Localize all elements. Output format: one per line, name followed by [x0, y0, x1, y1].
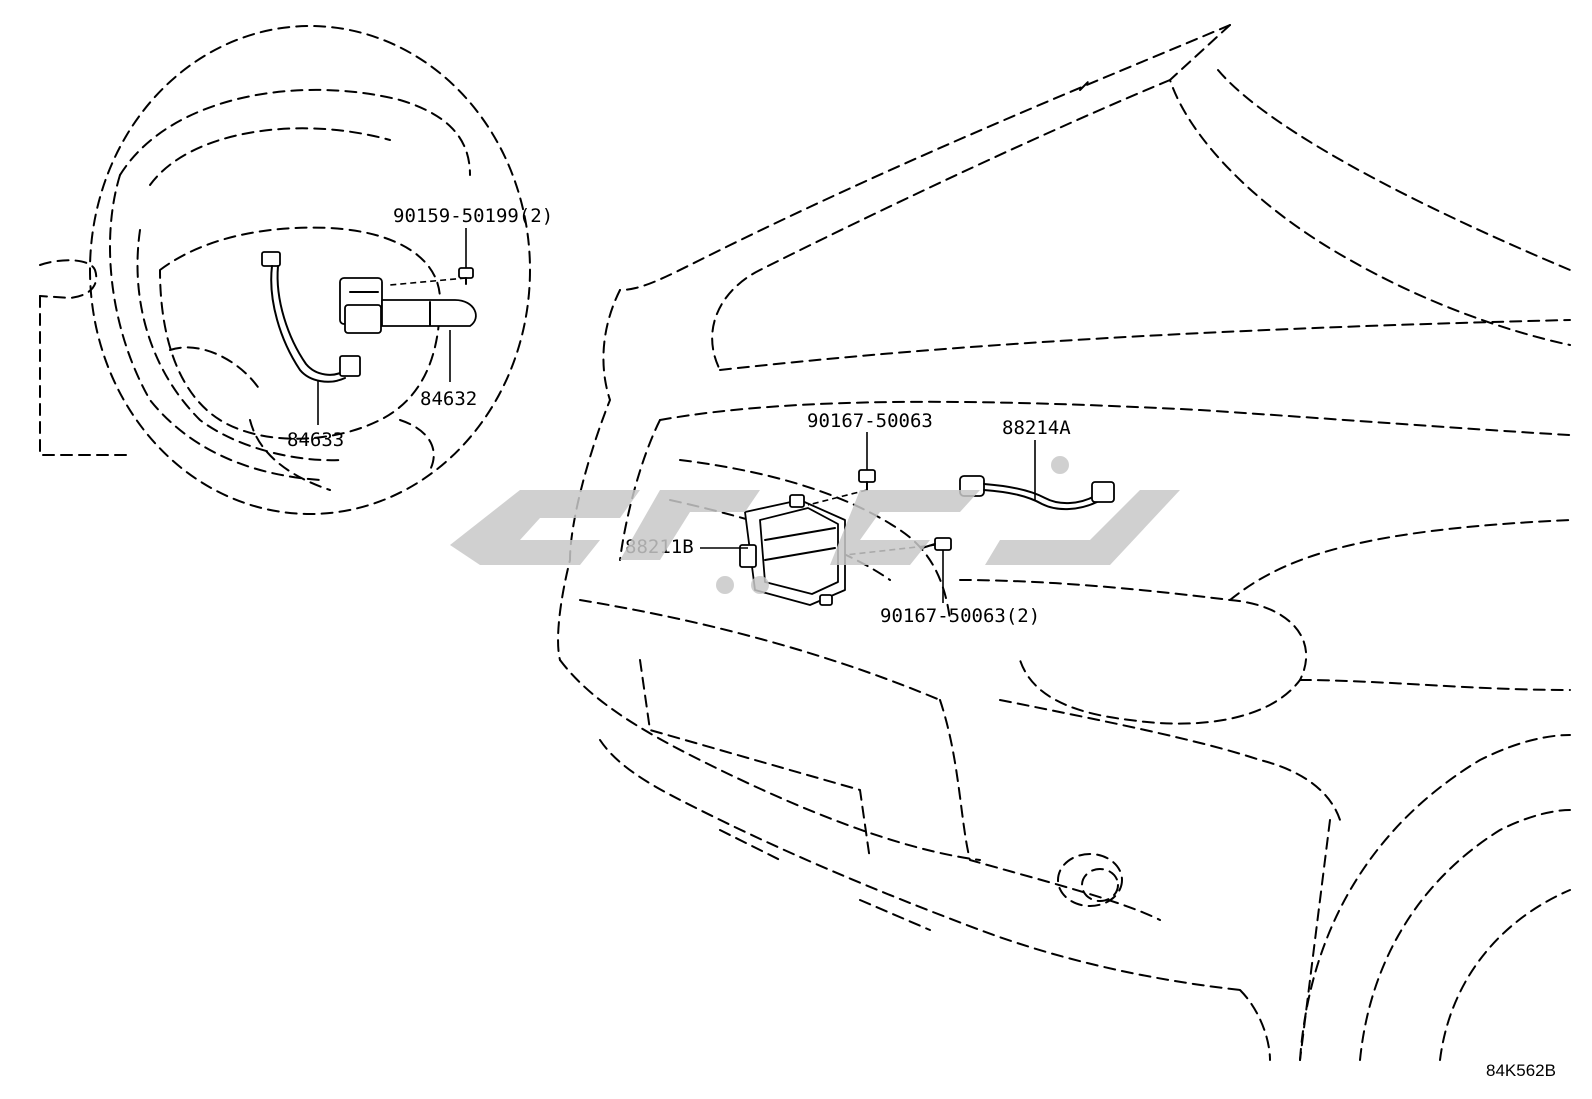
wheel-spoke-left	[169, 346, 261, 391]
leader-90167-upper-dashed	[807, 489, 868, 506]
label-84632: 84632	[420, 388, 477, 410]
headlamp	[959, 579, 1308, 725]
wheel-rim-inner	[149, 127, 391, 186]
hood-top-edge	[619, 24, 1231, 291]
radar-sensor-88211B	[739, 494, 846, 606]
leader-90159-dashed	[389, 277, 467, 286]
watermark-dot-1	[716, 576, 734, 594]
spoiler-end	[1239, 989, 1271, 1061]
watermark-shape-3	[830, 490, 980, 565]
tire	[1439, 889, 1571, 1061]
fender-line	[1299, 679, 1571, 691]
label-88214A: 88214A	[1002, 417, 1071, 439]
watermark-shape-2	[620, 490, 760, 560]
fog-lamp-inner	[1081, 868, 1119, 902]
label-90167-50063-2: 90167-50063(2)	[880, 605, 1040, 627]
wheel-spoke-right	[399, 419, 435, 471]
bolt-90159-50199	[458, 267, 474, 285]
bumper-panel	[639, 659, 871, 861]
hand-thumb	[39, 259, 98, 299]
headlamp-top-line	[1229, 519, 1571, 601]
wheel-hub	[159, 226, 441, 440]
lower-spoiler	[599, 739, 1241, 991]
cruise-control-switch-84632	[339, 277, 477, 334]
wheel-arch-inner	[1359, 809, 1571, 1061]
fog-lamp-outer	[1057, 853, 1123, 907]
lower-fender	[999, 699, 1341, 821]
detail-circle	[89, 25, 531, 515]
watermark-dot-2	[751, 576, 769, 594]
wire-harness-84633	[261, 251, 361, 383]
washer-nozzle	[1079, 79, 1091, 91]
grille-bar-upper	[679, 459, 951, 621]
watermark-logo	[450, 456, 1180, 594]
hand-arm	[39, 295, 131, 456]
label-90167-50063: 90167-50063	[807, 410, 933, 432]
bumper-corner	[939, 699, 1161, 921]
vehicle-front-outline	[557, 24, 1571, 1061]
wheel-rim-inner-left	[136, 229, 341, 462]
hood-crease	[1217, 69, 1571, 271]
wheel-arch-outer	[1299, 734, 1571, 1061]
watermark-shape-1	[450, 490, 640, 565]
label-90159-50199: 90159-50199(2)	[393, 205, 553, 227]
diagram-code: 84K562B	[1486, 1061, 1556, 1080]
label-84633: 84633	[287, 429, 344, 451]
watermark-dot-3	[1051, 456, 1069, 474]
wheel-spoke-lower	[249, 419, 331, 491]
hood-lower-line	[659, 400, 1571, 436]
hood-front-edge	[711, 79, 1171, 371]
steering-wheel-detail: 90159-50199(2) 84632 84633	[39, 25, 553, 515]
spoiler-vents	[719, 829, 931, 931]
watermark-shape-4	[985, 490, 1180, 565]
wire-harness-88214A	[959, 475, 1115, 510]
wheel-rim-left	[109, 174, 321, 481]
wheel-rim-top	[119, 88, 471, 176]
hood-mid-line	[719, 319, 1571, 371]
bolt-90167-50063-upper	[858, 469, 876, 491]
bumper-lower	[559, 659, 981, 861]
body-left-edge	[557, 289, 621, 661]
fender-rear-edge	[1299, 819, 1331, 1061]
hood-right-edge	[1169, 24, 1571, 346]
bumper-top	[579, 599, 941, 701]
